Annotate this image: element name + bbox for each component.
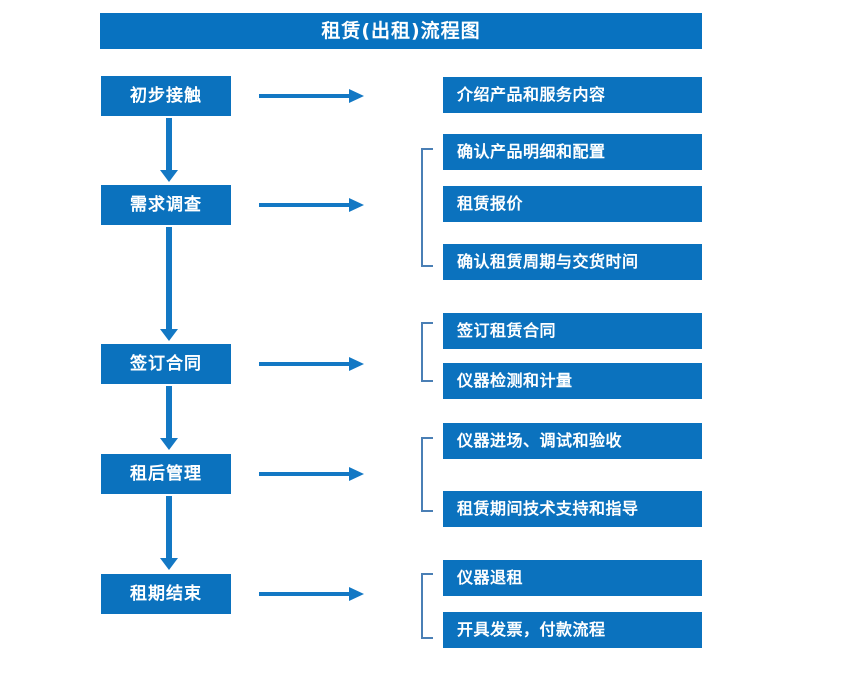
arrow-shaft bbox=[166, 227, 172, 329]
stage-label: 租期结束 bbox=[130, 583, 202, 604]
detail-box-rental-quote[interactable]: 租赁报价 bbox=[443, 186, 702, 222]
group-bracket-icon bbox=[421, 437, 433, 512]
flowchart-title-bar: 租赁(出租)流程图 bbox=[100, 13, 702, 49]
arrow-head bbox=[349, 357, 364, 371]
arrow-head bbox=[349, 89, 364, 103]
arrow-head bbox=[349, 587, 364, 601]
right-arrow-icon bbox=[259, 357, 364, 371]
arrow-shaft bbox=[166, 496, 172, 558]
detail-label: 确认产品明细和配置 bbox=[457, 142, 606, 161]
stage-label: 需求调查 bbox=[130, 194, 202, 215]
arrow-shaft bbox=[166, 386, 172, 438]
group-bracket-icon bbox=[421, 148, 433, 267]
detail-label: 仪器退租 bbox=[457, 568, 524, 587]
group-bracket-icon bbox=[421, 573, 433, 639]
detail-box-sign-rental-contract[interactable]: 签订租赁合同 bbox=[443, 313, 702, 349]
detail-label: 签订租赁合同 bbox=[457, 321, 557, 340]
detail-label: 仪器进场、调试和验收 bbox=[457, 431, 623, 450]
arrow-shaft bbox=[259, 472, 351, 476]
arrow-head bbox=[160, 438, 178, 450]
detail-box-invoice-payment[interactable]: 开具发票，付款流程 bbox=[443, 612, 702, 648]
stage-label: 初步接触 bbox=[130, 85, 202, 106]
down-arrow-icon bbox=[160, 118, 178, 182]
arrow-shaft bbox=[259, 94, 351, 98]
arrow-head bbox=[349, 467, 364, 481]
arrow-shaft bbox=[259, 592, 351, 596]
stage-box-post-rent-manage[interactable]: 租后管理 bbox=[101, 454, 231, 494]
detail-box-confirm-period[interactable]: 确认租赁周期与交货时间 bbox=[443, 244, 702, 280]
stage-label: 签订合同 bbox=[130, 353, 202, 374]
arrow-shaft bbox=[259, 362, 351, 366]
down-arrow-icon bbox=[160, 227, 178, 341]
detail-box-confirm-spec[interactable]: 确认产品明细和配置 bbox=[443, 134, 702, 170]
detail-label: 租赁报价 bbox=[457, 194, 524, 213]
detail-box-instrument-install[interactable]: 仪器进场、调试和验收 bbox=[443, 423, 702, 459]
page-title: 租赁(出租)流程图 bbox=[321, 19, 481, 42]
group-bracket-icon bbox=[421, 322, 433, 382]
right-arrow-icon bbox=[259, 587, 364, 601]
arrow-shaft bbox=[259, 203, 351, 207]
down-arrow-icon bbox=[160, 496, 178, 570]
arrow-head bbox=[160, 558, 178, 570]
stage-label: 租后管理 bbox=[130, 463, 202, 484]
right-arrow-icon bbox=[259, 467, 364, 481]
stage-box-sign-contract[interactable]: 签订合同 bbox=[101, 344, 231, 384]
detail-label: 开具发票，付款流程 bbox=[457, 620, 606, 639]
stage-box-initial-contact[interactable]: 初步接触 bbox=[101, 76, 231, 116]
arrow-head bbox=[160, 170, 178, 182]
arrow-head bbox=[160, 329, 178, 341]
detail-label: 确认租赁周期与交货时间 bbox=[457, 252, 639, 271]
arrow-head bbox=[349, 198, 364, 212]
detail-box-instrument-return[interactable]: 仪器退租 bbox=[443, 560, 702, 596]
detail-label: 介绍产品和服务内容 bbox=[457, 85, 606, 104]
detail-box-tech-support[interactable]: 租赁期间技术支持和指导 bbox=[443, 491, 702, 527]
stage-box-needs-survey[interactable]: 需求调查 bbox=[101, 185, 231, 225]
detail-label: 租赁期间技术支持和指导 bbox=[457, 499, 639, 518]
down-arrow-icon bbox=[160, 386, 178, 450]
stage-box-rental-end[interactable]: 租期结束 bbox=[101, 574, 231, 614]
arrow-shaft bbox=[166, 118, 172, 170]
detail-box-instrument-test[interactable]: 仪器检测和计量 bbox=[443, 363, 702, 399]
right-arrow-icon bbox=[259, 89, 364, 103]
right-arrow-icon bbox=[259, 198, 364, 212]
detail-label: 仪器检测和计量 bbox=[457, 371, 573, 390]
detail-box-intro-products[interactable]: 介绍产品和服务内容 bbox=[443, 77, 702, 113]
